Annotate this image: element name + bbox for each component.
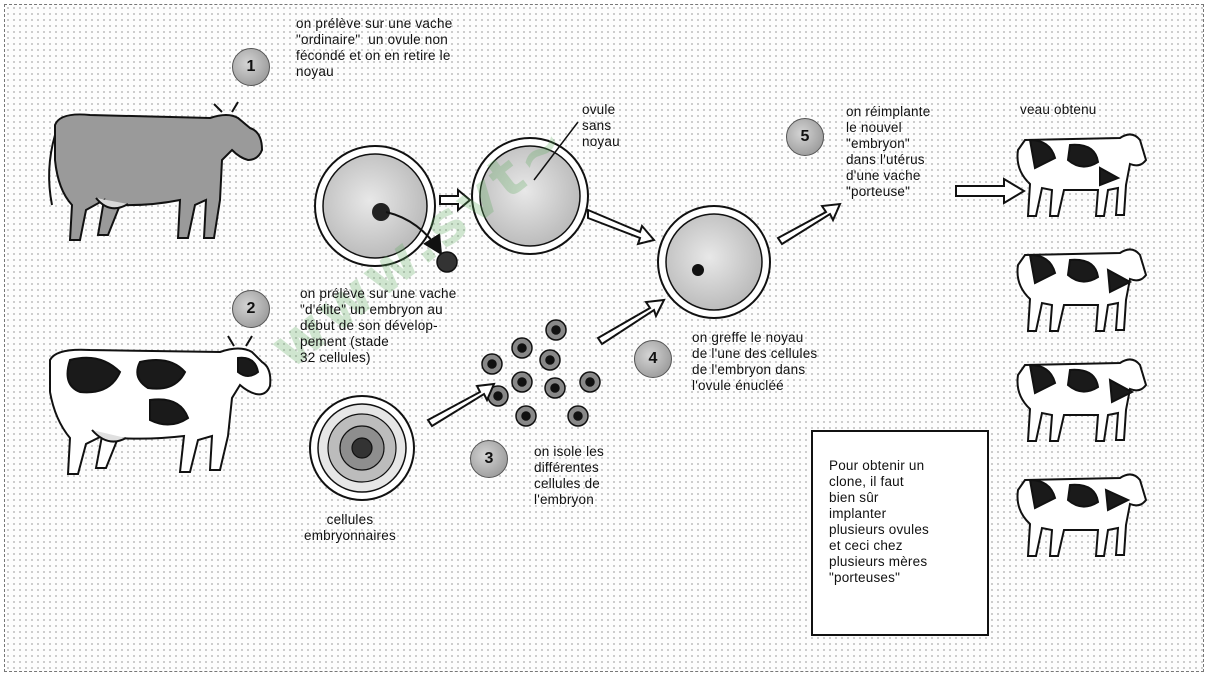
step-1-text: on prélève sur une vache "ordinaire" un …: [296, 16, 453, 79]
step-2-text: on prélève sur une vache "d'élite" un em…: [300, 286, 457, 365]
nucleus-removal-arrow: [385, 211, 443, 256]
calf-1: [1016, 133, 1148, 217]
calf-4: [1016, 473, 1148, 557]
arrow-embryo-to-cells: [426, 382, 496, 428]
step-1-badge: 1: [232, 48, 270, 86]
elite-cow: [49, 335, 272, 475]
arrow-egg-to-surrogate: [776, 202, 842, 246]
step-3-badge: 3: [470, 440, 508, 478]
step-5-badge: 5: [786, 118, 824, 156]
arrow-cells-to-egg: [596, 298, 666, 346]
ovule-label-pointer: [533, 121, 579, 181]
calf-2: [1016, 248, 1148, 332]
arrow-enucleated-to-egg: [587, 208, 656, 246]
calf-3: [1016, 358, 1148, 442]
cellules-embryonnaires-label: cellules embryonnaires: [304, 512, 396, 543]
arrow-to-calves: [955, 177, 1026, 205]
arrow-ovule-to-enucleated: [439, 187, 472, 213]
step-4-text: on greffe le noyau de l'une des cellules…: [692, 330, 818, 393]
step-3-text: on isole les différentes cellules de l'e…: [534, 444, 604, 507]
enucleated-ovule: [471, 137, 589, 255]
isolated-cells: [481, 319, 601, 427]
note-box: Pour obtenir un clone, il faut bien sûr …: [811, 430, 989, 636]
embryo-32-cells: [309, 395, 415, 501]
step-4-badge: 4: [634, 340, 672, 378]
ordinary-cow: [48, 101, 264, 241]
reconstructed-egg: [657, 205, 771, 319]
step-5-text: on réimplante le nouvel "embryon" dans l…: [846, 104, 931, 199]
ovule-with-nucleus: [314, 145, 436, 267]
note-text: Pour obtenir un clone, il faut bien sûr …: [829, 458, 930, 585]
removed-nucleus: [436, 251, 458, 273]
veau-obtenu-label: veau obtenu: [1020, 102, 1097, 117]
ovule-sans-noyau-label: ovule sans noyau: [582, 102, 620, 149]
step-2-badge: 2: [232, 290, 270, 328]
process-arrows: [426, 177, 1026, 428]
